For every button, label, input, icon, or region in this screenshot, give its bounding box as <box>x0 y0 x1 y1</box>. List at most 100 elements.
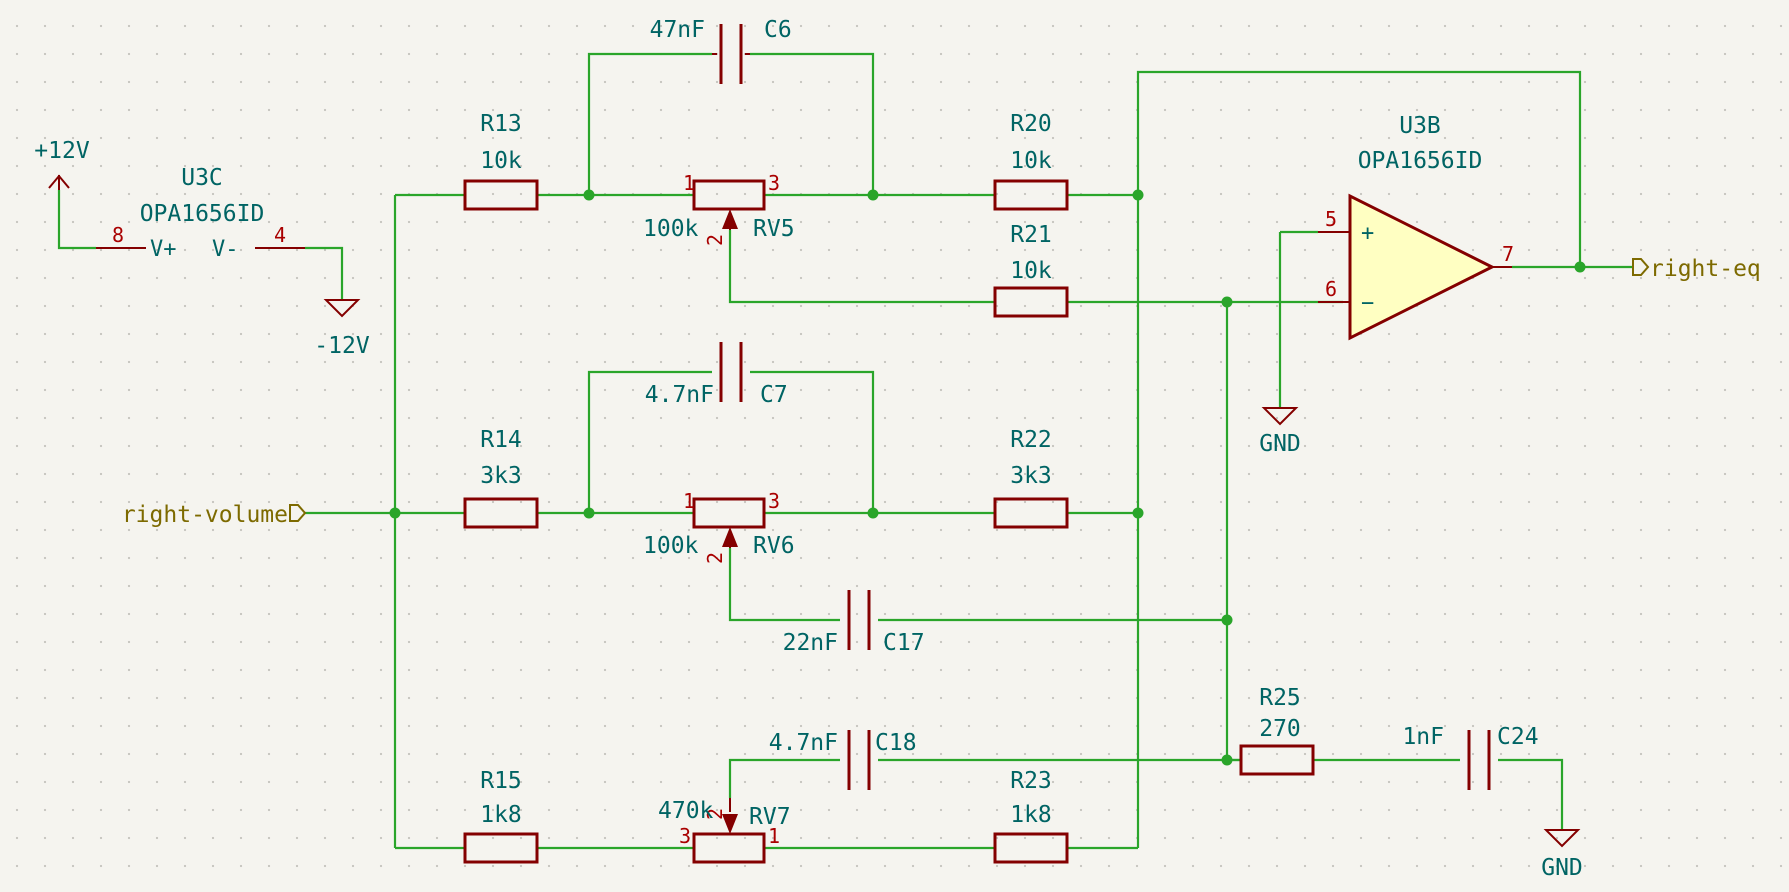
r25-ref: R25 <box>1259 685 1301 711</box>
output-label: right-eq <box>1650 256 1761 282</box>
rv7-pin2: 2 <box>703 808 727 820</box>
rv7-value: 470k <box>658 798 714 824</box>
rv7-pin3: 3 <box>679 824 691 848</box>
c6-ref: C6 <box>764 17 792 43</box>
r14-value: 3k3 <box>480 463 522 489</box>
r21-ref: R21 <box>1010 222 1052 248</box>
r13-value: 10k <box>480 148 522 174</box>
junction <box>1132 507 1144 519</box>
resistor-r22[interactable]: R22 3k3 <box>993 427 1069 529</box>
r20-value: 10k <box>1010 148 1052 174</box>
u3c-ref: U3C <box>181 165 223 191</box>
wire-rv5-wiper <box>728 230 995 304</box>
resistor-body <box>993 179 1069 211</box>
triangle-down-icon <box>323 299 361 318</box>
rv6-pin1: 1 <box>683 489 695 513</box>
resistor-r20[interactable]: R20 10k <box>993 111 1069 211</box>
pot-body <box>692 832 766 864</box>
u3b-pin7: 7 <box>1502 242 1514 266</box>
resistor-r15[interactable]: R15 1k8 <box>463 768 539 864</box>
r13-ref: R13 <box>480 111 522 137</box>
capacitor-c17[interactable]: 22nF C17 <box>783 590 925 656</box>
u3b-pin6: 6 <box>1325 277 1337 301</box>
c7-ref: C7 <box>760 382 788 408</box>
c17-value: 22nF <box>783 630 838 656</box>
junctions <box>389 189 1586 766</box>
r15-value: 1k8 <box>480 802 522 828</box>
rv5-pin1: 1 <box>683 171 695 195</box>
pot-body <box>692 179 766 211</box>
ground-icon <box>1543 829 1581 848</box>
gnd-label: GND <box>1259 431 1301 457</box>
opamp-u3b[interactable]: + − 5 6 7 U3B OPA1656ID <box>1318 113 1514 341</box>
power-label-plus12v: +12V <box>34 138 90 164</box>
r23-value: 1k8 <box>1010 802 1052 828</box>
junction <box>583 507 595 519</box>
arrow-up-icon <box>48 174 70 189</box>
u3b-ref: U3B <box>1399 113 1441 139</box>
wiper-arrow-icon <box>722 527 738 547</box>
capacitor-c24[interactable]: 1nF C24 <box>1402 724 1539 790</box>
opamp-triangle <box>1348 193 1496 341</box>
c24-value: 1nF <box>1402 724 1444 750</box>
potentiometer-rv5[interactable]: 1 3 2 100k RV5 <box>643 171 795 246</box>
resistor-r25[interactable]: R25 270 <box>1239 685 1315 776</box>
power-gnd-noninv[interactable]: GND <box>1259 407 1301 457</box>
c6-value: 47nF <box>650 17 705 43</box>
power-label-minus12v: -12V <box>314 333 370 359</box>
r21-value: 10k <box>1010 258 1052 284</box>
u3b-pin5: 5 <box>1325 207 1337 231</box>
junction <box>583 189 595 201</box>
rv7-pin1: 1 <box>768 824 780 848</box>
rv5-pin2: 2 <box>703 234 727 246</box>
r14-ref: R14 <box>480 427 522 453</box>
capacitor-c7[interactable]: 4.7nF C7 <box>645 342 788 408</box>
junction <box>1221 614 1233 626</box>
resistor-body <box>1239 744 1315 776</box>
c24-ref: C24 <box>1497 724 1539 750</box>
rv5-pin3: 3 <box>768 171 780 195</box>
opamp-u3c-power[interactable]: 8 V+ V- 4 U3C OPA1656ID <box>96 165 305 262</box>
power-gnd-c24[interactable]: GND <box>1541 829 1583 881</box>
r25-value: 270 <box>1259 716 1301 742</box>
u3b-plus: + <box>1361 221 1374 246</box>
ground-icon <box>1261 407 1299 426</box>
resistor-r23[interactable]: R23 1k8 <box>993 768 1069 864</box>
u3c-pin8: 8 <box>112 223 124 247</box>
wire-c7-right <box>750 370 875 513</box>
rv6-ref: RV6 <box>753 533 795 559</box>
r23-ref: R23 <box>1010 768 1052 794</box>
junction <box>1221 754 1233 766</box>
resistor-r21[interactable]: R21 10k <box>993 222 1069 318</box>
wire-feedback <box>1136 70 1582 267</box>
resistor-body <box>463 832 539 864</box>
u3c-pin4: 4 <box>274 223 286 247</box>
resistor-body <box>993 286 1069 318</box>
r22-ref: R22 <box>1010 427 1052 453</box>
resistor-body <box>463 497 539 529</box>
r15-ref: R15 <box>480 768 522 794</box>
junction <box>1132 189 1144 201</box>
rv6-pin3: 3 <box>768 489 780 513</box>
global-label-output[interactable]: right-eq <box>1632 256 1761 282</box>
c7-value: 4.7nF <box>645 382 714 408</box>
c17-ref: C17 <box>883 630 925 656</box>
junction <box>867 189 879 201</box>
potentiometer-rv6[interactable]: 1 3 2 100k RV6 <box>643 489 795 564</box>
resistor-r14[interactable]: R14 3k3 <box>463 427 539 529</box>
junction <box>1574 261 1586 273</box>
power-plus12v[interactable]: +12V <box>34 138 90 190</box>
power-minus12v[interactable]: -12V <box>314 299 370 359</box>
junction <box>867 507 879 519</box>
global-label-input[interactable]: right-volume <box>122 502 307 528</box>
u3c-vminus: V- <box>212 237 239 262</box>
resistor-r13[interactable]: R13 10k <box>463 111 539 211</box>
c18-value: 4.7nF <box>769 730 838 756</box>
wiper-arrow-icon <box>722 209 738 229</box>
capacitor-c18[interactable]: 4.7nF C18 <box>769 730 917 790</box>
label-flag-icon <box>1632 258 1650 276</box>
capacitor-c6[interactable]: 47nF C6 <box>650 17 792 84</box>
potentiometer-rv7[interactable]: 3 1 2 470k RV7 <box>658 798 791 864</box>
wire-c7-left <box>587 370 712 513</box>
u3c-value: OPA1656ID <box>140 201 265 227</box>
